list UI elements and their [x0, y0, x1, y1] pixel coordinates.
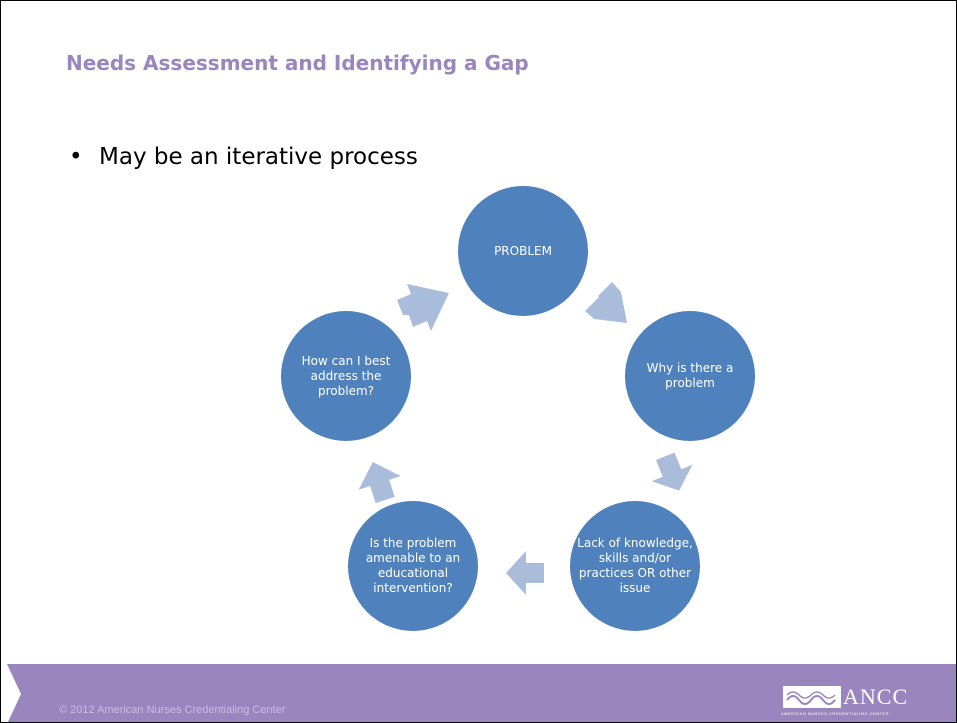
- slide-title: Needs Assessment and Identifying a Gap: [66, 51, 529, 75]
- arrow-4-icon: [358, 461, 401, 504]
- footer-bar: © 2012 American Nurses Credentialing Cen…: [1, 664, 956, 722]
- bullet-item: • May be an iterative process: [69, 144, 418, 170]
- cycle-node-problem: PROBLEM: [458, 186, 588, 316]
- copyright-text: © 2012 American Nurses Credentialing Cen…: [59, 704, 286, 716]
- cycle-node-lack-of-knowledge: Lack of knowledge, skills and/or practic…: [570, 501, 700, 631]
- logo-text: ANCC: [843, 684, 909, 709]
- ancc-logo: ANCC AMERICAN NURSES CREDENTIALING CENTE…: [781, 684, 923, 720]
- arrow-3-icon: [506, 551, 544, 595]
- arrow-5-icon: [397, 284, 449, 331]
- cycle-node-best-address: How can I best address the problem?: [281, 311, 411, 441]
- cycle-node-educational-intervention: Is the problem amenable to an educationa…: [348, 501, 478, 631]
- chevron-right-icon: [1, 664, 21, 722]
- bullet-text: May be an iterative process: [99, 144, 418, 170]
- arrow-2-icon: [651, 452, 693, 491]
- cycle-node-why-problem: Why is there a problem: [625, 311, 755, 441]
- arrow-1-icon: [585, 282, 627, 323]
- logo-subtext: AMERICAN NURSES CREDENTIALING CENTER: [781, 711, 890, 716]
- bullet-icon: •: [69, 144, 83, 170]
- logo-wave-icon: [783, 686, 841, 708]
